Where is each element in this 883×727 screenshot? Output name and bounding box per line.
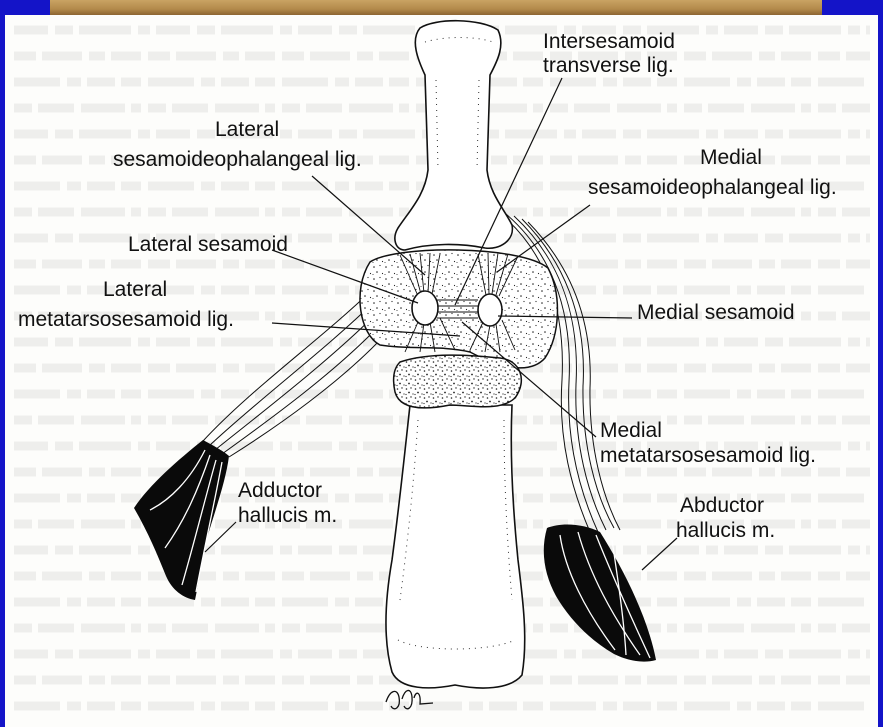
label-line-2: hallucis m. <box>676 518 775 543</box>
label-line-1: Medial sesamoid <box>637 301 795 325</box>
label-lateral-sesamoideophalangeal-lig: Lateral sesamoideophalangeal lig. <box>113 115 362 175</box>
label-line-1: Medial <box>700 143 837 173</box>
label-line-1: Lateral <box>103 275 234 305</box>
label-line-2: metatarsosesamoid lig. <box>600 443 816 468</box>
label-line-1: Abductor <box>680 493 775 518</box>
label-abductor-hallucis: Abductor hallucis m. <box>676 493 775 543</box>
label-line-2: sesamoideophalangeal lig. <box>588 173 837 203</box>
medial-sesamoid-bone <box>478 294 502 326</box>
label-lateral-metatarsosesamoid-lig: Lateral metatarsosesamoid lig. <box>18 275 234 335</box>
label-intersesamoid-transverse-lig: Intersesamoid transverse lig. <box>543 30 675 78</box>
label-medial-metatarsosesamoid-lig: Medial metatarsosesamoid lig. <box>600 418 816 468</box>
label-line-1: Intersesamoid <box>543 30 675 54</box>
first-metatarsal <box>386 405 525 688</box>
label-medial-sesamoid: Medial sesamoid <box>637 301 795 325</box>
label-line-2: hallucis m. <box>238 503 337 528</box>
label-adductor-hallucis: Adductor hallucis m. <box>238 478 337 528</box>
label-line-1: Adductor <box>238 478 337 503</box>
joint-capsule <box>360 250 557 368</box>
label-line-1: Lateral <box>215 115 362 145</box>
label-line-2: metatarsosesamoid lig. <box>18 305 234 335</box>
label-line-1: Lateral sesamoid <box>128 233 288 257</box>
lateral-sesamoid-bone <box>412 291 438 325</box>
metatarsal-head <box>394 355 522 408</box>
abductor-muscle <box>544 525 656 662</box>
label-line-2: transverse lig. <box>543 54 675 78</box>
label-medial-sesamoideophalangeal-lig: Medial sesamoideophalangeal lig. <box>588 143 837 203</box>
label-line-2: sesamoideophalangeal lig. <box>113 145 362 175</box>
label-lateral-sesamoid: Lateral sesamoid <box>128 233 288 257</box>
label-line-1: Medial <box>600 418 816 443</box>
